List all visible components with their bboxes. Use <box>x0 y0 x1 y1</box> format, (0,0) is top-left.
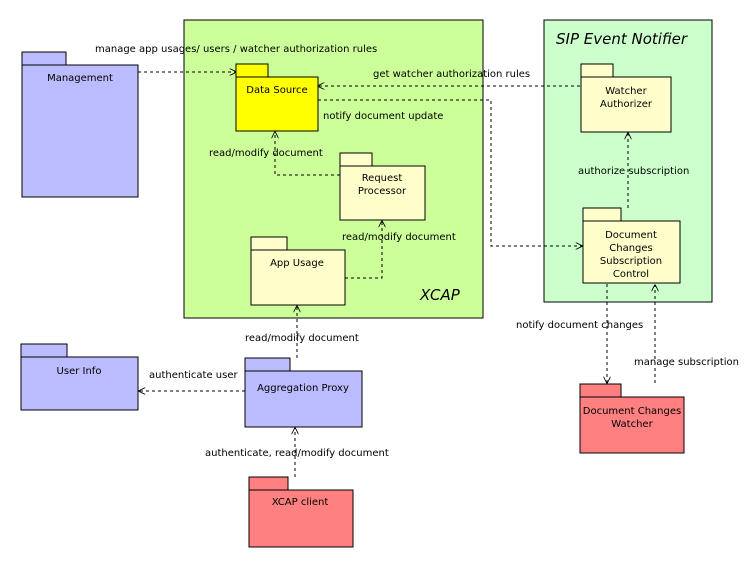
sip-event-notifier-title: SIP Event Notifier <box>556 30 688 48</box>
package-label-line: Watcher <box>605 86 647 97</box>
package-label-line: Subscription <box>600 256 662 267</box>
package-label-line: Management <box>47 73 113 84</box>
edge-data-source-subscription-control <box>318 99 582 246</box>
package-management: Management <box>21 51 139 198</box>
package-label-line: Authorizer <box>600 99 653 110</box>
package-xcap-client-label: XCAP client <box>272 497 329 508</box>
package-label-line: User Info <box>57 366 102 377</box>
package-label-line: XCAP client <box>272 497 329 508</box>
package-xcap-client: XCAP client <box>248 476 354 548</box>
edge-app-usage-request-processor <box>345 221 382 279</box>
label-manage-rules: manage app usages/ users / watcher autho… <box>95 44 377 55</box>
package-user-info: User Info <box>20 343 139 411</box>
label-read-modify-2: read/modify document <box>342 232 456 243</box>
package-app-usage: App Usage <box>250 236 346 306</box>
package-label-line: App Usage <box>270 258 324 269</box>
package-data-source-label: Data Source <box>246 85 307 96</box>
xcap-title: XCAP <box>419 286 461 304</box>
package-label-line: Changes <box>609 243 653 254</box>
label-notify-document-changes: notify document changes <box>516 320 643 331</box>
package-user-info-label: User Info <box>57 366 102 377</box>
package-label-line: Document <box>605 230 657 241</box>
label-read-modify-3: read/modify document <box>245 333 359 344</box>
edge-labels: manage app usages/ users / watcher autho… <box>95 44 739 459</box>
package-aggregation-proxy: Aggregation Proxy <box>244 357 363 428</box>
package-aggregation-proxy-label: Aggregation Proxy <box>257 383 349 394</box>
label-authenticate-read-modify: authenticate, read/modify document <box>205 448 389 459</box>
package-app-usage-label: App Usage <box>270 258 324 269</box>
package-label-line: Request <box>362 173 403 184</box>
package-label-line: Aggregation Proxy <box>257 383 349 394</box>
package-management-label: Management <box>47 73 113 84</box>
label-notify-document-update: notify document update <box>323 111 443 122</box>
label-authenticate-user: authenticate user <box>149 370 238 381</box>
label-manage-subscription: manage subscription <box>634 357 739 368</box>
package-label-line: Watcher <box>611 419 653 430</box>
package-data-source: Data Source <box>235 63 319 132</box>
package-label-line: Document Changes <box>583 406 681 417</box>
package-label-line: Data Source <box>246 85 307 96</box>
package-label-line: Processor <box>358 186 407 197</box>
label-read-modify-1: read/modify document <box>209 148 323 159</box>
package-label-line: Control <box>613 269 649 280</box>
edges <box>138 72 655 477</box>
label-authorize-subscription: authorize subscription <box>578 166 689 177</box>
label-get-watcher-rules: get watcher authorization rules <box>373 69 530 80</box>
